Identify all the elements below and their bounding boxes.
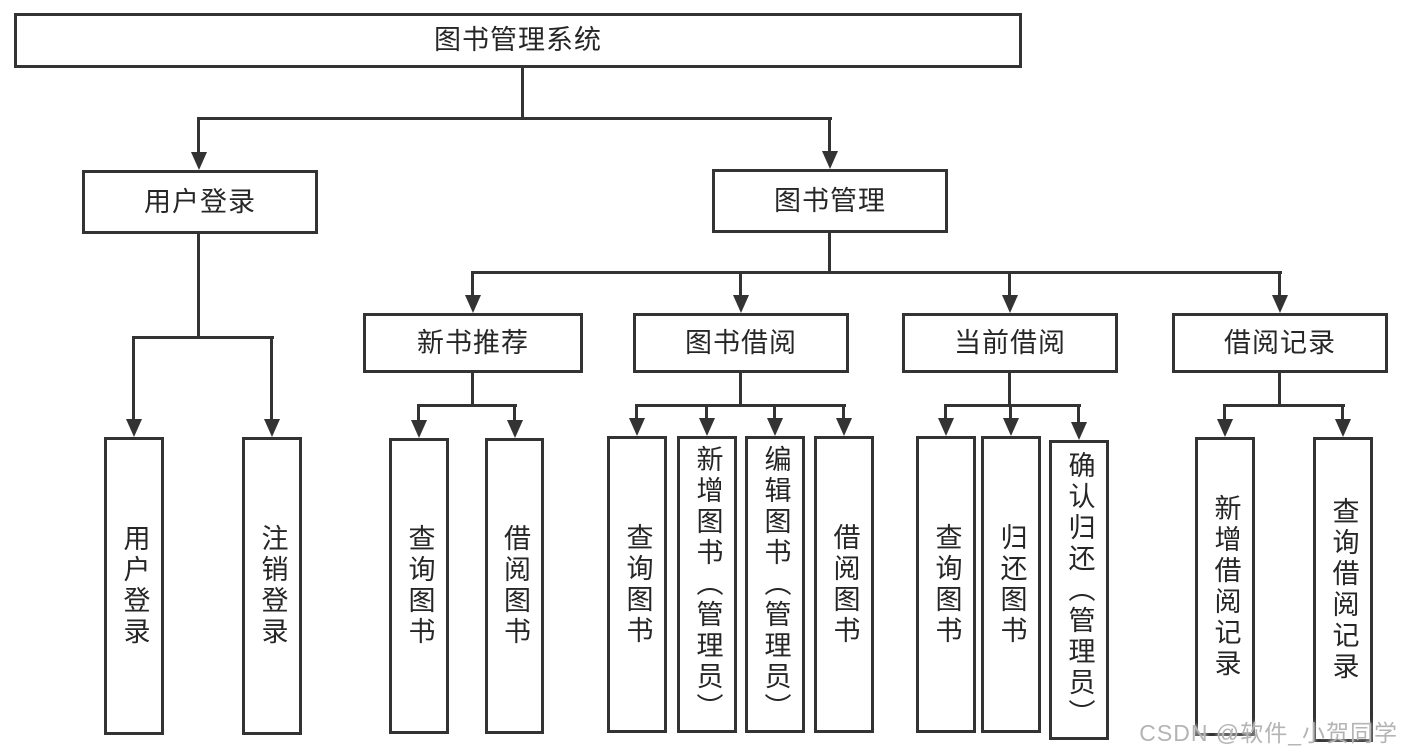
node-book-borrow: 图书借阅: [633, 313, 849, 373]
leaf-edit-book-admin: 编辑图书（管理员）: [745, 436, 805, 733]
arrowhead-down-icon: [938, 418, 954, 436]
connector-line: [1278, 372, 1281, 407]
connector-line: [133, 336, 274, 339]
connector-line: [270, 336, 273, 420]
connector-line: [1278, 271, 1281, 297]
connector-line: [944, 404, 947, 419]
connector-line: [739, 372, 742, 407]
node-label: 当前借阅: [954, 327, 1066, 358]
leaf-query-book-3: 查询图书: [916, 436, 976, 733]
leaf-user-login: 用户登录: [104, 437, 164, 735]
node-label: 查询图书: [622, 522, 653, 647]
arrowhead-down-icon: [629, 418, 645, 436]
arrowhead-down-icon: [465, 295, 481, 313]
node-borrow-records: 借阅记录: [1172, 313, 1388, 373]
connector-line: [471, 271, 474, 297]
node-label: 查询图书: [404, 524, 435, 648]
connector-line: [1223, 404, 1345, 407]
arrowhead-down-icon: [1003, 418, 1019, 436]
node-label: 查询借阅记录: [1328, 496, 1359, 683]
arrowhead-down-icon: [264, 419, 280, 437]
arrowhead-down-icon: [836, 418, 852, 436]
leaf-query-borrow-record: 查询借阅记录: [1313, 437, 1373, 742]
leaf-confirm-return-admin: 确认归还（管理员）: [1049, 440, 1109, 740]
csdn-watermark: CSDN @软件_小贺同学: [1139, 720, 1398, 746]
node-label: 图书管理: [774, 185, 886, 216]
node-label: 借阅图书: [829, 522, 860, 647]
connector-line: [513, 404, 516, 421]
connector-line: [705, 404, 708, 419]
node-label: 新增图书（管理员）: [692, 445, 723, 724]
connector-line: [635, 404, 846, 407]
node-label: 用户登录: [144, 186, 256, 217]
connector-line: [197, 233, 200, 339]
connector-line: [471, 372, 474, 407]
leaf-borrow-book-1: 借阅图书: [485, 438, 544, 734]
leaf-add-book-admin: 新增图书（管理员）: [677, 436, 737, 733]
node-label: 归还图书: [996, 522, 1027, 647]
connector-line: [1008, 271, 1011, 297]
connector-line: [944, 404, 1081, 407]
node-label: 借阅记录: [1224, 327, 1336, 358]
connector-line: [132, 336, 135, 420]
node-label: 新书推荐: [417, 327, 529, 358]
connector-line: [1223, 404, 1226, 420]
leaf-logout: 注销登录: [242, 437, 302, 735]
leaf-add-borrow-record: 新增借阅记录: [1195, 437, 1255, 736]
node-label: 图书管理系统: [434, 25, 602, 55]
arrowhead-down-icon: [767, 418, 783, 436]
node-user-login: 用户登录: [82, 170, 318, 234]
connector-line: [521, 68, 524, 120]
connector-line: [417, 404, 517, 407]
leaf-query-book-1: 查询图书: [389, 438, 449, 734]
arrowhead-down-icon: [411, 420, 427, 438]
node-new-book-recommend: 新书推荐: [363, 313, 583, 373]
arrowhead-down-icon: [1002, 295, 1018, 313]
node-label: 确认归还（管理员）: [1064, 450, 1095, 730]
connector-line: [635, 404, 638, 419]
arrowhead-down-icon: [1335, 419, 1351, 437]
node-current-borrow: 当前借阅: [902, 313, 1118, 373]
node-root-library-system: 图书管理系统: [14, 13, 1022, 68]
node-book-management: 图书管理: [712, 169, 948, 233]
node-label: 新增借阅记录: [1210, 493, 1241, 680]
leaf-return-book: 归还图书: [981, 436, 1041, 733]
arrowhead-down-icon: [1071, 422, 1087, 440]
arrowhead-down-icon: [507, 420, 523, 438]
connector-line: [842, 404, 845, 419]
leaf-borrow-book-2: 借阅图书: [814, 436, 874, 733]
connector-line: [828, 117, 831, 152]
connector-line: [417, 404, 420, 421]
node-label: 查询图书: [931, 522, 962, 647]
connector-line: [1341, 404, 1344, 420]
arrowhead-down-icon: [1217, 419, 1233, 437]
node-label: 图书借阅: [685, 327, 797, 358]
arrowhead-down-icon: [191, 152, 207, 170]
node-label: 编辑图书（管理员）: [760, 445, 791, 724]
arrowhead-down-icon: [822, 151, 838, 169]
node-label: 用户登录: [119, 524, 150, 648]
arrowhead-down-icon: [1272, 295, 1288, 313]
connector-line: [828, 232, 831, 274]
arrowhead-down-icon: [733, 295, 749, 313]
connector-line: [739, 271, 742, 297]
connector-line: [197, 117, 200, 153]
arrowhead-down-icon: [699, 418, 715, 436]
node-label: 借阅图书: [500, 524, 530, 648]
node-label: 注销登录: [257, 524, 288, 648]
arrowhead-down-icon: [126, 419, 142, 437]
connector-line: [198, 117, 832, 120]
connector-line: [1009, 404, 1012, 419]
connector-line: [1077, 404, 1080, 423]
connector-line: [1008, 372, 1011, 407]
connector-line: [472, 271, 1282, 274]
leaf-query-book-2: 查询图书: [607, 436, 667, 733]
connector-line: [773, 404, 776, 419]
